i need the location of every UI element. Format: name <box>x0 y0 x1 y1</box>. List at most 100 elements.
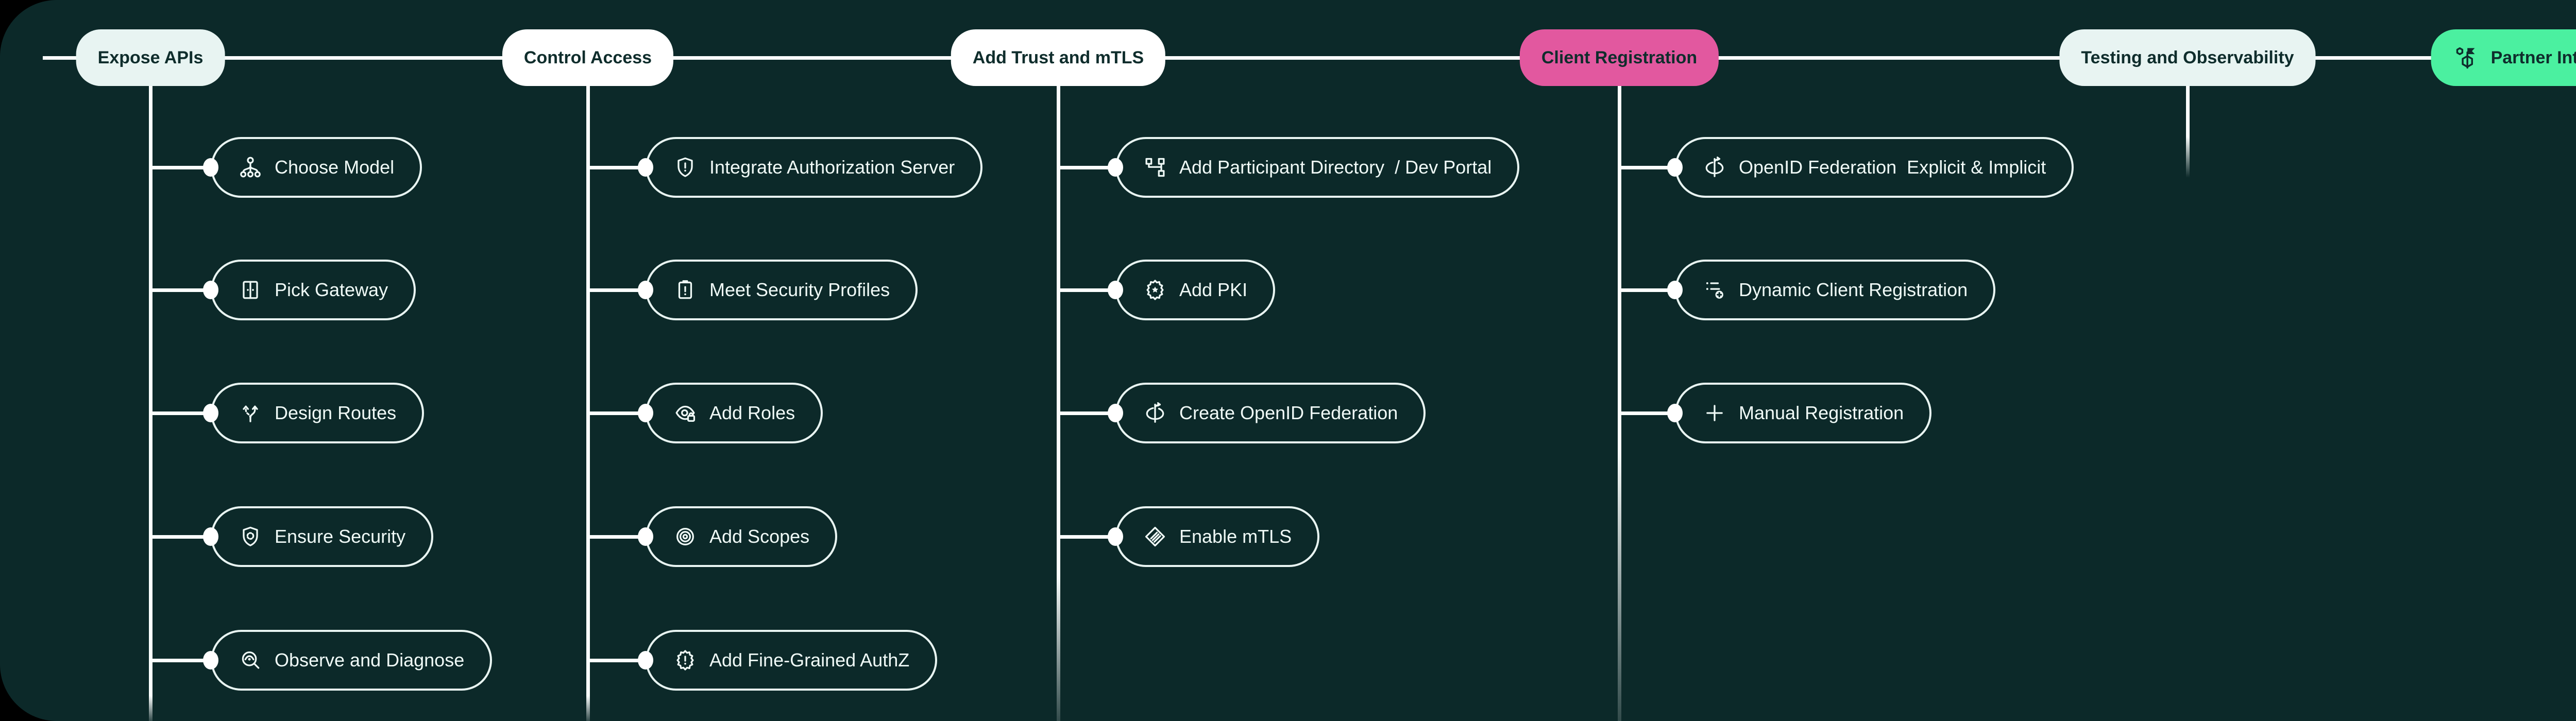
stage-label: Client Registration <box>1541 47 1698 67</box>
openid-icon <box>1143 401 1167 425</box>
connector-line <box>1058 411 1115 415</box>
target-rings-icon <box>673 525 697 548</box>
connector-dot <box>1667 158 1683 177</box>
stage-pill-client-registration: Client Registration <box>1519 29 1719 86</box>
seal-alert-icon <box>673 648 697 672</box>
item-label: Design Routes <box>275 402 397 423</box>
item-label: Integrate Authorization Server <box>709 157 955 178</box>
stage-pill-add-trust-and-mtls: Add Trust and mTLS <box>951 29 1166 86</box>
stage-label: Testing and Observability <box>2081 47 2294 67</box>
connector-dot <box>638 651 653 670</box>
connector-dot <box>203 158 218 177</box>
item-label: Add PKI <box>1179 279 1248 300</box>
stage-pill-expose-apis: Expose APIs <box>76 29 225 86</box>
connector-dot <box>203 651 218 670</box>
connector-line <box>588 166 646 169</box>
item-pill-add-participant-directory-dev-portal: Add Participant Directory / Dev Portal <box>1115 137 1520 198</box>
stage-pill-testing-and-observability: Testing and Observability <box>2059 29 2316 86</box>
connector-dot <box>1108 527 1123 546</box>
eye-lock-icon <box>673 401 697 425</box>
milestone-flag-icon <box>2453 44 2480 71</box>
plus-icon <box>1703 401 1726 425</box>
stage-pill-partner-integrated: Partner Integrated <box>2431 29 2576 86</box>
connector-line <box>1058 535 1115 539</box>
gateway-door-icon <box>239 278 262 302</box>
item-pill-integrate-authorization-server: Integrate Authorization Server <box>646 137 983 198</box>
connector-line <box>150 166 211 169</box>
split-route-icon <box>239 401 262 425</box>
item-pill-ensure-security: Ensure Security <box>211 506 434 567</box>
item-label: Choose Model <box>275 157 395 178</box>
item-pill-meet-security-profiles: Meet Security Profiles <box>646 260 918 320</box>
eye-magnifier-icon <box>239 648 262 672</box>
item-label: Add Fine-Grained AuthZ <box>709 649 910 671</box>
connector-line <box>1058 288 1115 292</box>
item-label: Add Scopes <box>709 526 810 547</box>
item-label: Manual Registration <box>1739 402 1904 423</box>
connector-dot <box>1667 281 1683 299</box>
shield-dotted-icon <box>239 525 262 548</box>
connector-line <box>588 535 646 539</box>
connector-dot <box>203 281 218 299</box>
connector-dot <box>1108 158 1123 177</box>
item-pill-enable-mtls: Enable mTLS <box>1115 506 1320 567</box>
item-pill-add-roles: Add Roles <box>646 383 823 443</box>
item-pill-pick-gateway: Pick Gateway <box>211 260 416 320</box>
stage-label: Expose APIs <box>97 47 204 67</box>
item-label: Pick Gateway <box>275 279 388 300</box>
connector-dot <box>203 527 218 546</box>
stage-label: Add Trust and mTLS <box>972 47 1144 67</box>
connector-line <box>588 411 646 415</box>
connector-line <box>588 288 646 292</box>
connector-line <box>150 411 211 415</box>
item-pill-observe-and-diagnose: Observe and Diagnose <box>211 630 493 691</box>
connector-line <box>1619 411 1675 415</box>
choose-model-icon <box>239 156 262 179</box>
certificate-hatch-icon <box>1143 525 1167 548</box>
trunk-line <box>149 86 152 721</box>
connector-dot <box>638 527 653 546</box>
stage-label: Control Access <box>523 47 652 67</box>
item-label: Create OpenID Federation <box>1179 402 1398 423</box>
item-label: Meet Security Profiles <box>709 279 890 300</box>
connector-line <box>150 288 211 292</box>
connector-line <box>1619 166 1675 169</box>
item-label: Add Participant Directory / Dev Portal <box>1179 157 1492 178</box>
item-pill-dynamic-client-registration: Dynamic Client Registration <box>1675 260 1996 320</box>
clipboard-alert-icon <box>673 278 697 302</box>
connector-dot <box>1108 281 1123 299</box>
item-label: Add Roles <box>709 402 795 423</box>
connector-dot <box>203 404 218 422</box>
seal-star-icon <box>1143 278 1167 302</box>
connector-dot <box>1108 404 1123 422</box>
item-pill-manual-registration: Manual Registration <box>1675 383 1932 443</box>
connector-line <box>1058 166 1115 169</box>
item-pill-add-pki: Add PKI <box>1115 260 1276 320</box>
stage-label: Partner Integrated <box>2490 47 2576 67</box>
main-timeline-line <box>43 56 2547 60</box>
trunk-line <box>1057 86 1060 721</box>
item-pill-design-routes: Design Routes <box>211 383 425 443</box>
item-label: Enable mTLS <box>1179 526 1292 547</box>
org-chart-icon <box>1143 156 1167 179</box>
connector-line <box>588 659 646 662</box>
item-label: Ensure Security <box>275 526 406 547</box>
trunk-line <box>1618 86 1621 721</box>
item-pill-create-openid-federation: Create OpenID Federation <box>1115 383 1426 443</box>
item-label: Observe and Diagnose <box>275 649 465 671</box>
item-pill-add-scopes: Add Scopes <box>646 506 838 567</box>
connector-dot <box>638 281 653 299</box>
item-label: OpenID Federation Explicit & Implicit <box>1739 157 2046 178</box>
stage-pill-control-access: Control Access <box>502 29 674 86</box>
item-pill-choose-model: Choose Model <box>211 137 422 198</box>
connector-line <box>150 659 211 662</box>
shield-alert-icon <box>673 156 697 179</box>
connector-line <box>150 535 211 539</box>
trunk-line <box>2186 86 2190 178</box>
connector-line <box>1619 288 1675 292</box>
trunk-line <box>586 86 590 721</box>
connector-dot <box>638 158 653 177</box>
openid-icon <box>1703 156 1726 179</box>
item-pill-add-fine-grained-authz: Add Fine-Grained AuthZ <box>646 630 938 691</box>
